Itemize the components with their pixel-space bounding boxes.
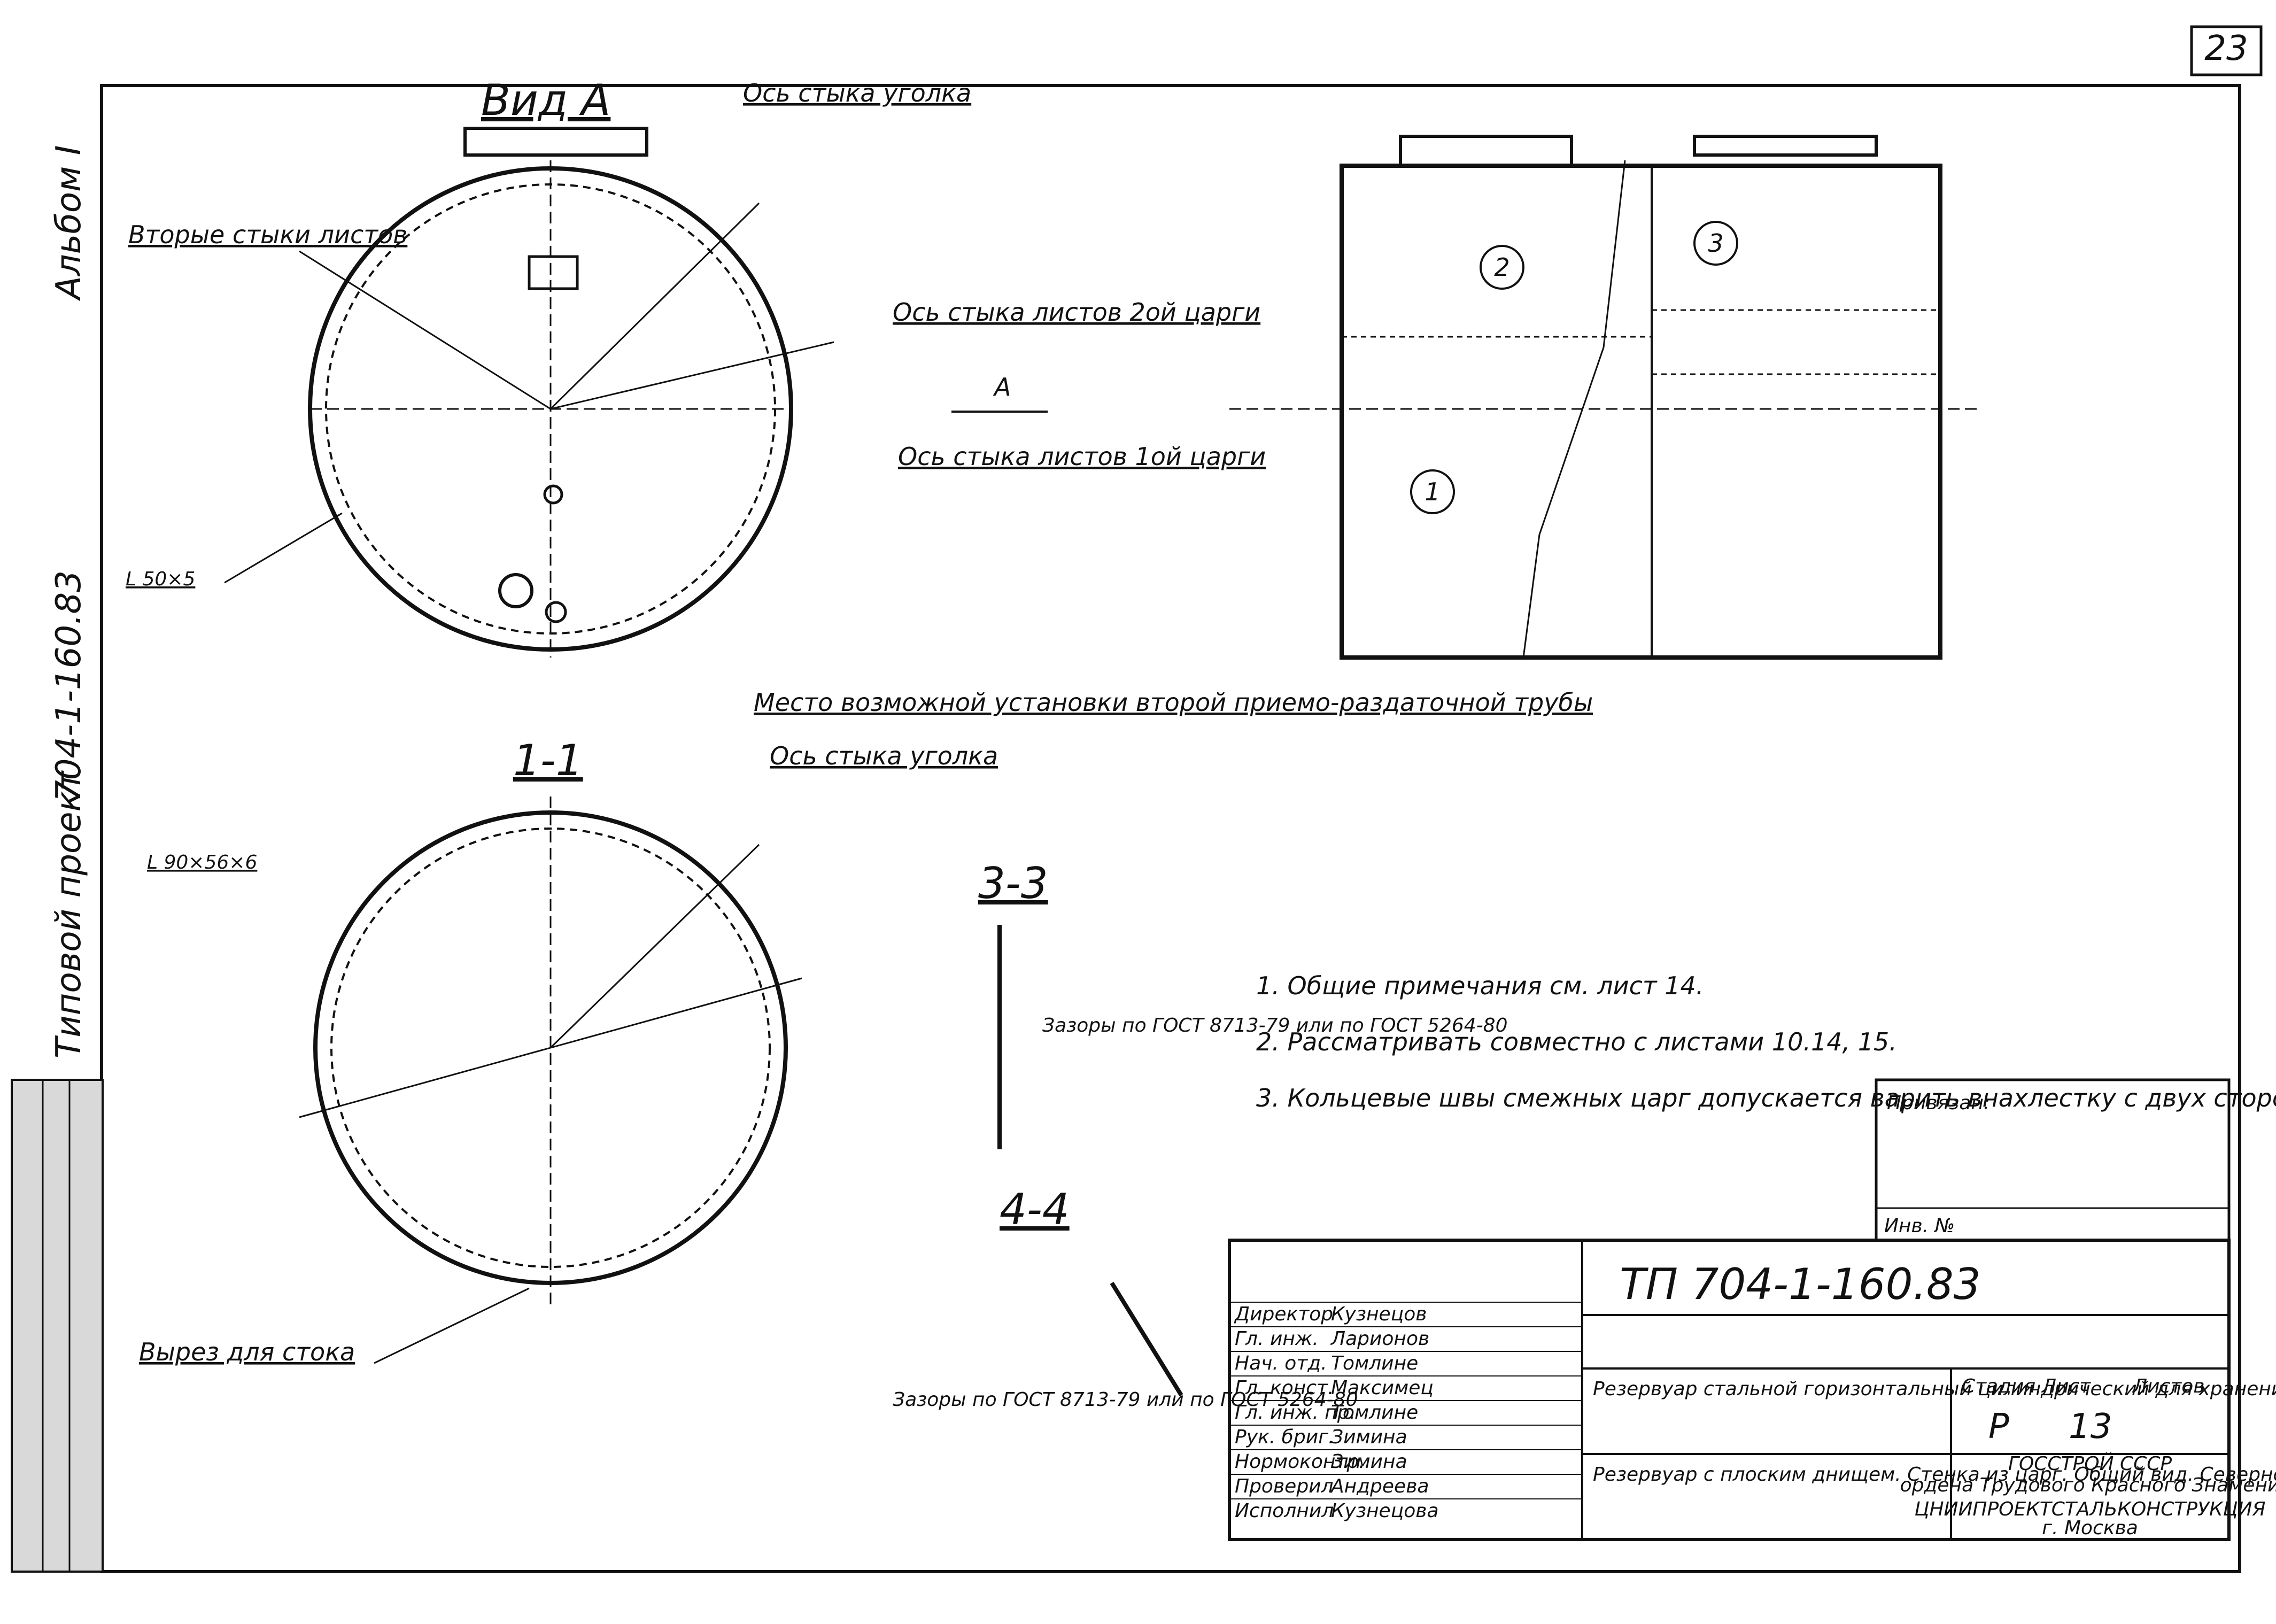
sheet-label: Лист [2041,1375,2091,1397]
gaps-note-4: Зазоры по ГОСТ 8713-79 или по ГОСТ 5264-… [893,1389,1358,1411]
bound-label: Привязан: [1887,1092,1990,1114]
signatory-name: Томлине [1331,1352,1418,1374]
project-code: 704-1-160.83 [49,570,89,802]
signatory-role: Нач. отд. [1235,1352,1327,1374]
part-callout-3 [1693,221,1738,266]
section-1-inner [330,828,771,1268]
org-line-1: ГОССТРОЙ СССР [2008,1452,2172,1475]
gaps-note-3: Зазоры по ГОСТ 8713-79 или по ГОСТ 5264-… [1042,1015,1508,1037]
part-callout-1 [1410,469,1455,514]
label-axis-angle: Ось стыка уголка [743,79,971,107]
label-second-joints: Вторые стыки листов [128,220,407,249]
signatory-name: Кузнецова [1331,1500,1439,1522]
part-callout-2 [1480,245,1524,290]
part-callout-1-label: 1 [1425,477,1440,506]
hatch-cover [463,127,648,157]
signatory-name: Томлине [1331,1402,1418,1424]
label-axis-sheets-2: Ось стыка листов 2ой царги [893,298,1260,327]
project-type: Типовой проект [49,770,89,1058]
signatory-role: Гл. инж. [1235,1328,1319,1350]
sheet-value: 13 [2069,1407,2112,1447]
note-2: 2. Рассматривать совместно с листами 10.… [1256,1027,1897,1056]
signatory-name: Ларионов [1330,1328,1429,1350]
label-angle-50: L 50×5 [126,568,195,590]
label-install-place: Место возможной установки второй приемо-… [754,688,1593,717]
signatory-name: Кузнецов [1331,1303,1427,1325]
section-1-title: 1-1 [513,736,583,785]
stage-value: Р [1988,1407,2009,1447]
inv-label: Инв. № [1884,1215,1955,1237]
label-axis-sheets-1: Ось стыка листов 1ой царги [898,442,1266,471]
nozzle-118 [498,573,533,608]
section-3-title: 3-3 [978,859,1048,908]
section-4-title: 4-4 [1000,1185,1070,1234]
signatory-name: Зимина [1331,1451,1407,1473]
album-label: Альбом I [49,145,89,301]
side-hatch-1 [1399,135,1573,167]
org-line-2: ордена Трудового Красного Знамени [1900,1474,2276,1496]
label-arrow-a: А [993,373,1011,401]
view-a-title: Вид А [481,75,610,125]
signatory-name: Максимец [1331,1377,1434,1399]
signatory-role: Рук. бриг. [1235,1426,1334,1448]
manhole-slot [528,255,579,290]
stage-label: Стадия [1962,1375,2035,1397]
org-line-4: г. Москва [2042,1517,2138,1539]
doc-subtitle: Резервуар с плоским днищем. Стенка из ца… [1593,1464,2276,1486]
part-callout-2-label: 2 [1494,253,1509,282]
signatory-role: Директор [1234,1303,1333,1325]
nozzle-68 [543,484,563,505]
title-block [1228,1239,2231,1541]
label-angle-90: L 90×56×6 [147,852,257,873]
sheet-number-box [2190,25,2263,76]
note-1: 1. Общие примечания см. лист 14. [1256,971,1704,1000]
signatory-name: Андреева [1330,1475,1429,1497]
org-line-3: ЦНИИПРОЕКТСТАЛЬКОНСТРУКЦИЯ [1915,1498,2266,1520]
signatory-role: Нормоконтр. [1235,1451,1365,1473]
label-cutout: Вырез для стока [139,1337,355,1366]
signatory-role: Гл. инж. пр. [1235,1402,1356,1424]
side-hatch-2 [1693,135,1878,157]
doc-description: Резервуар стальной горизонтальный цилинд… [1593,1378,2276,1400]
part-callout-3-label: 3 [1708,229,1723,258]
signatory-role: Гл. конст. [1235,1377,1334,1399]
side-view-shell [1340,164,1942,660]
label-axis-angle-2: Ось стыка уголка [770,741,998,770]
note-3: 3. Кольцевые швы смежных царг допускаетс… [1256,1084,2276,1112]
sheets-label: Листов [2132,1375,2204,1397]
doc-code: ТП 704-1-160.83 [1620,1259,1981,1309]
nozzle-62 [545,601,567,623]
signatory-role: Исполнил [1235,1500,1334,1522]
signatory-name: Зимина [1331,1426,1407,1448]
outer-frame [100,84,2241,1573]
inventory-stamp [11,1079,104,1573]
signatory-role: Проверил [1235,1475,1334,1497]
sheet-number: 23 [2204,29,2248,68]
